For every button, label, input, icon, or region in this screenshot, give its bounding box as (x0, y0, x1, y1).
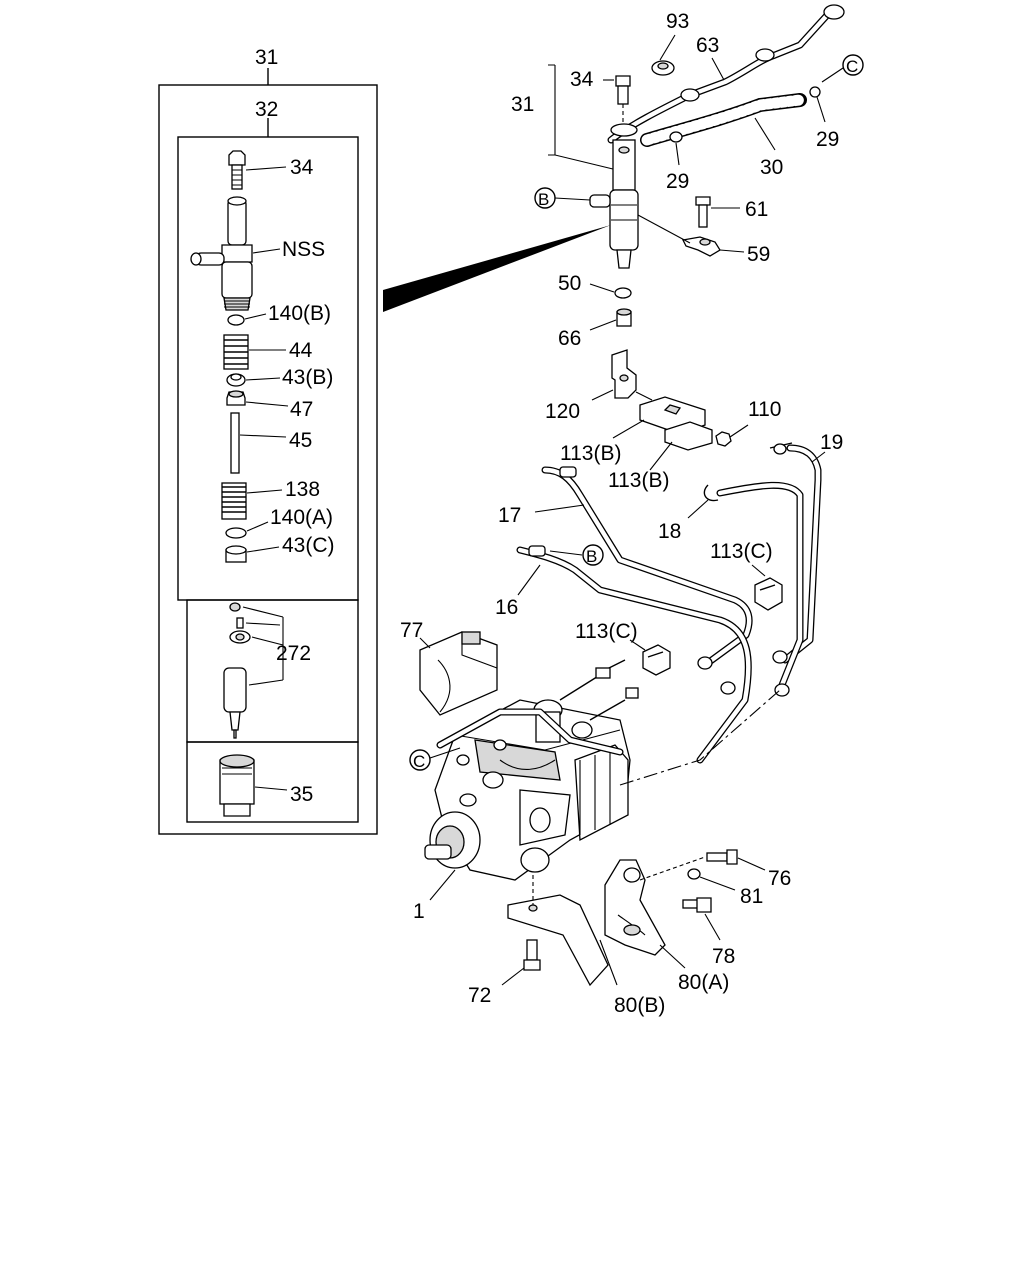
o-ring-50-icon (614, 287, 632, 299)
kit-outer-frame (158, 84, 378, 835)
kit-callout-wedge (383, 225, 611, 312)
bolt-61-icon (695, 196, 711, 228)
eyebolt-93-icon (651, 60, 675, 76)
clamp-113c-right-icon (754, 577, 783, 611)
bolt-34-icon (228, 150, 246, 190)
label-32-kit: 32 (255, 98, 278, 121)
label-50: 50 (558, 272, 581, 295)
label-45-kit: 45 (289, 429, 312, 452)
nozzle-272-icon (223, 602, 251, 739)
label-44-kit: 44 (289, 339, 313, 362)
label-34-kit: 34 (290, 156, 314, 179)
banjo-fitting-icon (680, 88, 700, 102)
injection-pipes: 19 18 17 B 16 (495, 431, 843, 764)
label-35-kit: 35 (290, 783, 313, 806)
label-77: 77 (400, 619, 423, 642)
label-81: 81 (740, 885, 763, 908)
ref-b-injector-letter: B (538, 190, 549, 209)
ref-b-pipe (582, 544, 604, 566)
clamp-113c-lower-icon (642, 644, 671, 676)
nut-kit-frame (186, 741, 359, 823)
washer-81-icon (687, 868, 701, 880)
label-61: 61 (745, 198, 768, 221)
label-138-kit: 138 (285, 478, 320, 501)
label-140a-kit: 140(A) (270, 506, 333, 529)
injector-kit-panel: 31 32 34 NSS 140(B) (158, 46, 378, 835)
label-47-kit: 47 (290, 398, 313, 421)
bracket-80b-icon (507, 875, 609, 987)
injector-body-icon (589, 123, 639, 269)
label-66: 66 (558, 327, 581, 350)
label-72: 72 (468, 984, 491, 1007)
bolt-34-icon (615, 75, 631, 105)
label-31-kit: 31 (255, 46, 278, 69)
cover-77-icon (419, 631, 498, 716)
label-113b-lower: 113(B) (608, 469, 669, 492)
label-19: 19 (820, 431, 843, 454)
label-80a: 80(A) (678, 971, 729, 994)
label-93: 93 (666, 10, 689, 33)
label-76: 76 (768, 867, 791, 890)
washer-140a-icon (225, 527, 247, 539)
ref-b-injector (534, 187, 556, 209)
injection-pump-1-icon (424, 659, 781, 881)
bracket-120-icon (611, 349, 653, 401)
spring-138-icon (221, 482, 247, 520)
label-140b-kit: 140(B) (268, 302, 331, 325)
label-113b-upper: 113(B) (560, 442, 621, 465)
seat-43c-icon (225, 545, 247, 563)
bracket-80a-icon (604, 859, 666, 956)
pipe-clamp-group: 120 113(B) 113(B) 110 (545, 349, 781, 492)
label-34-top: 34 (570, 68, 594, 91)
label-272-kit: 272 (276, 642, 311, 665)
ref-c-top (842, 54, 864, 76)
label-113c-lower: 113(C) (575, 620, 638, 643)
ref-c-top-letter: C (846, 57, 858, 76)
label-1: 1 (413, 900, 425, 923)
push-rod-45-icon (230, 412, 240, 474)
nozzle-nut-35-icon (219, 754, 255, 817)
ref-c-pump (409, 749, 431, 771)
label-78: 78 (712, 945, 735, 968)
ref-c-pump-letter: C (413, 752, 425, 771)
return-hose-30-icon (641, 94, 806, 146)
label-63: 63 (696, 34, 719, 57)
label-29-lower: 29 (666, 170, 689, 193)
seal-66-icon (616, 308, 632, 327)
label-16: 16 (495, 596, 518, 619)
spring-seat-47-icon (226, 390, 246, 406)
label-113c-upper: 113(C) (710, 540, 773, 563)
nut-110-icon (715, 431, 732, 447)
clip-29-icon (669, 86, 821, 143)
clamp-113b-icon (639, 396, 713, 451)
bolt-72-icon (523, 939, 541, 971)
ref-b-pipe-letter: B (586, 547, 597, 566)
label-30: 30 (760, 156, 783, 179)
seat-43b-icon (226, 373, 246, 387)
injector-assembly: 93 63 30 29 29 C 34 31 (511, 4, 864, 350)
label-43c-kit: 43(C) (282, 534, 335, 557)
label-29-right: 29 (816, 128, 839, 151)
label-nss-kit: NSS (282, 238, 325, 261)
bolt-78-icon (682, 897, 712, 913)
label-80b: 80(B) (614, 994, 665, 1017)
label-18: 18 (658, 520, 681, 543)
spring-44-icon (223, 334, 249, 370)
label-120: 120 (545, 400, 580, 423)
clamp-59-icon (682, 236, 721, 257)
label-59: 59 (747, 243, 770, 266)
label-110: 110 (748, 398, 781, 421)
washer-140b-icon (227, 314, 245, 326)
label-17: 17 (498, 504, 521, 527)
nozzle-kit-frame (186, 599, 359, 743)
label-43b-kit: 43(B) (282, 366, 333, 389)
injector-holder-icon (190, 196, 253, 311)
label-31-top: 31 (511, 93, 534, 116)
bolt-76-icon (706, 849, 738, 865)
